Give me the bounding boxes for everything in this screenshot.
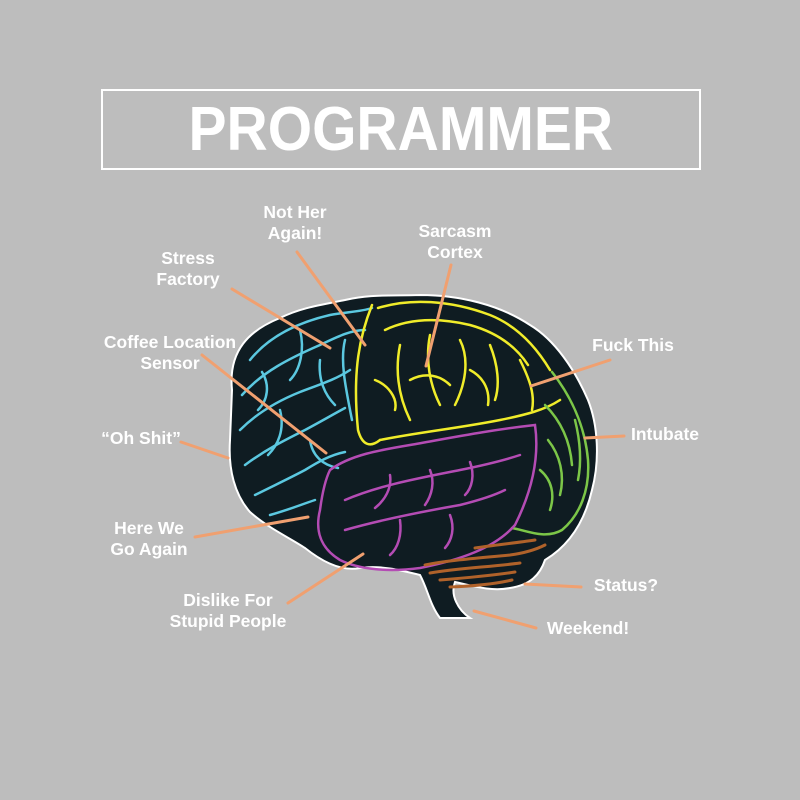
leader-weekend: [472, 609, 538, 630]
label-weekend: Weekend!: [546, 618, 630, 638]
label-oh-shit: “Oh Shit”: [101, 428, 181, 448]
title-box: PROGRAMMER: [101, 89, 701, 170]
leader-sarcasm-cortex: [424, 263, 453, 368]
leader-lines: [179, 250, 626, 630]
label-stress-factory: Stress Factory: [156, 248, 220, 289]
leader-oh-shit: [179, 440, 230, 460]
parietal-lobe: [354, 300, 562, 446]
frontal-lobe: [238, 306, 374, 517]
occipital-lobe: [510, 370, 590, 536]
leader-dislike: [286, 552, 365, 605]
label-sarcasm-cortex: Sarcasm Cortex: [418, 221, 492, 262]
leader-fuck-this: [529, 358, 612, 388]
label-status: Status?: [593, 575, 659, 595]
label-fuck-this: Fuck This: [592, 335, 674, 355]
label-coffee-location-sensor: Coffee Location Sensor: [103, 332, 237, 373]
page-title: PROGRAMMER: [188, 94, 614, 164]
leader-coffee: [200, 353, 328, 455]
temporal-lobe: [316, 423, 538, 572]
leader-not-her-again: [295, 250, 367, 347]
label-dislike-for-stupid-people: Dislike For Stupid People: [169, 590, 287, 631]
leader-intubate: [583, 434, 626, 440]
cerebellum: [423, 538, 547, 589]
leader-status: [523, 582, 583, 589]
leader-here-we-go: [193, 515, 310, 539]
label-intubate: Intubate: [630, 424, 700, 444]
label-not-her-again: Not Her Again!: [263, 202, 327, 243]
label-here-we-go-again: Here We Go Again: [110, 518, 188, 559]
leader-stress-factory: [230, 287, 332, 350]
